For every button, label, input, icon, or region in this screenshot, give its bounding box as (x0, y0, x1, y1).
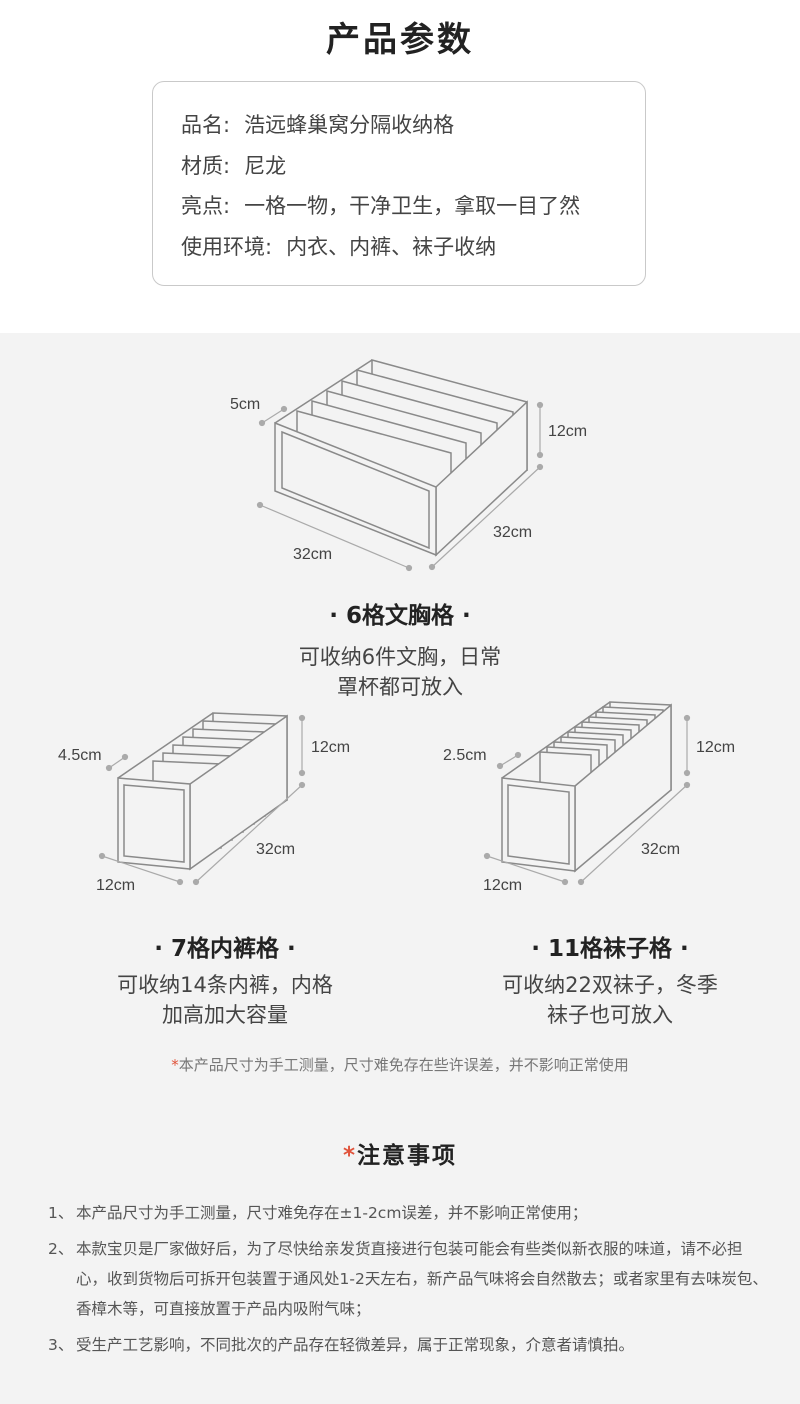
param-key: 使用环境: (181, 235, 273, 259)
dim-width-label: 12cm (96, 877, 135, 894)
param-row-name: 品名: 浩远蜂巢窝分隔收纳格 (181, 109, 454, 139)
notice-text: 本款宝贝是厂家做好后，为了尽快给亲发货直接进行包装可能会有些类似新衣服的味道，请… (76, 1240, 768, 1318)
param-value: 尼龙 (244, 154, 287, 178)
description-line: 加高加大容量 (162, 1003, 288, 1027)
page-title: 产品参数 (326, 20, 474, 60)
description-line: 可收纳6件文胸，日常 (298, 645, 502, 669)
eleven-grid-diagram (501, 701, 672, 873)
param-row-highlight: 亮点: 一格一物，干净卫生，拿取一目了然 (181, 190, 580, 220)
six-grid-diagram (274, 359, 528, 557)
left-edge (274, 359, 373, 424)
notice-item: 2、 本款宝贝是厂家做好后，为了尽快给亲发货直接进行包装可能会有些类似新衣服的味… (48, 1234, 768, 1324)
dim-gap-label: 5cm (230, 396, 260, 413)
disclaimer-text: 本产品尺寸为手工测量，尺寸难免存在些许误差，并不影响正常使用 (178, 1056, 629, 1074)
measurement-disclaimer: *本产品尺寸为手工测量，尺寸难免存在些许误差，并不影响正常使用 (0, 1054, 800, 1075)
dim-width-label: 12cm (483, 877, 522, 894)
dim-gap-label: 4.5cm (58, 747, 102, 764)
description-line: 可收纳22双袜子，冬季 (502, 973, 718, 997)
param-value: 内衣、内裤、袜子收纳 (286, 235, 497, 259)
notice-title-text: 注意事项 (357, 1143, 458, 1169)
description-line: 罩杯都可放入 (337, 675, 463, 699)
dim-height-label: 12cm (548, 423, 587, 440)
seven-grid-dimensions (98, 714, 306, 886)
param-value: 浩远蜂巢窝分隔收纳格 (244, 113, 455, 137)
notice-number: 3、 (48, 1336, 74, 1354)
six-grid-description: 可收纳6件文胸，日常 罩杯都可放入 (200, 642, 600, 702)
notice-text: 受生产工艺影响，不同批次的产品存在轻微差异，属于正常现象，介意者请慎拍。 (76, 1336, 635, 1354)
dim-gap-label: 2.5cm (443, 747, 487, 764)
dim-height-label: 12cm (696, 739, 735, 756)
param-value: 一格一物，干净卫生，拿取一目了然 (244, 194, 581, 218)
front-inner (281, 430, 430, 550)
dim-depth-label: 32cm (256, 841, 295, 858)
params-box: 品名:浩远蜂巢窝分隔收纳格 材质:尼龙 亮点:一格一物，干净卫生，拿取一目了然 … (152, 81, 646, 286)
asterisk: * (171, 1056, 179, 1074)
param-row-material: 材质: 尼龙 (181, 150, 286, 180)
param-key: 品名: (181, 113, 231, 137)
description-line: 袜子也可放入 (547, 1003, 673, 1027)
description-line: 可收纳14条内裤，内格 (117, 973, 333, 997)
param-key: 材质: (181, 154, 231, 178)
dim-depth-label: 32cm (493, 524, 532, 541)
dim-depth-label: 32cm (641, 841, 680, 858)
six-grid-dimensions (256, 401, 544, 572)
notice-number: 2、 (48, 1240, 74, 1258)
seven-grid-title: · 7格内裤格 · (154, 936, 296, 962)
param-key: 亮点: (181, 194, 231, 218)
notice-title: *注意事项 (0, 1136, 800, 1170)
seven-grid-description: 可收纳14条内裤，内格 加高加大容量 (40, 970, 410, 1030)
notice-number: 1、 (48, 1204, 74, 1222)
eleven-grid-description: 可收纳22双袜子，冬季 袜子也可放入 (425, 970, 795, 1030)
notice-text: 本产品尺寸为手工测量，尺寸难免存在±1-2cm误差，并不影响正常使用； (76, 1204, 588, 1222)
seven-grid-diagram (117, 712, 288, 871)
notice-item: 3、 受生产工艺影响，不同批次的产品存在轻微差异，属于正常现象，介意者请慎拍。 (48, 1330, 768, 1360)
notice-item: 1、 本产品尺寸为手工测量，尺寸难免存在±1-2cm误差，并不影响正常使用； (48, 1198, 768, 1228)
eleven-grid-dimensions (483, 714, 691, 886)
param-row-usage: 使用环境: 内衣、内裤、袜子收纳 (181, 231, 496, 261)
asterisk: * (342, 1143, 358, 1169)
notice-list: 1、 本产品尺寸为手工测量，尺寸难免存在±1-2cm误差，并不影响正常使用； 2… (48, 1198, 768, 1366)
eleven-grid-title: · 11格袜子格 · (531, 936, 689, 962)
six-grid-title: · 6格文胸格 · (329, 603, 471, 629)
dim-height-label: 12cm (311, 739, 350, 756)
dim-width-label: 32cm (293, 546, 332, 563)
